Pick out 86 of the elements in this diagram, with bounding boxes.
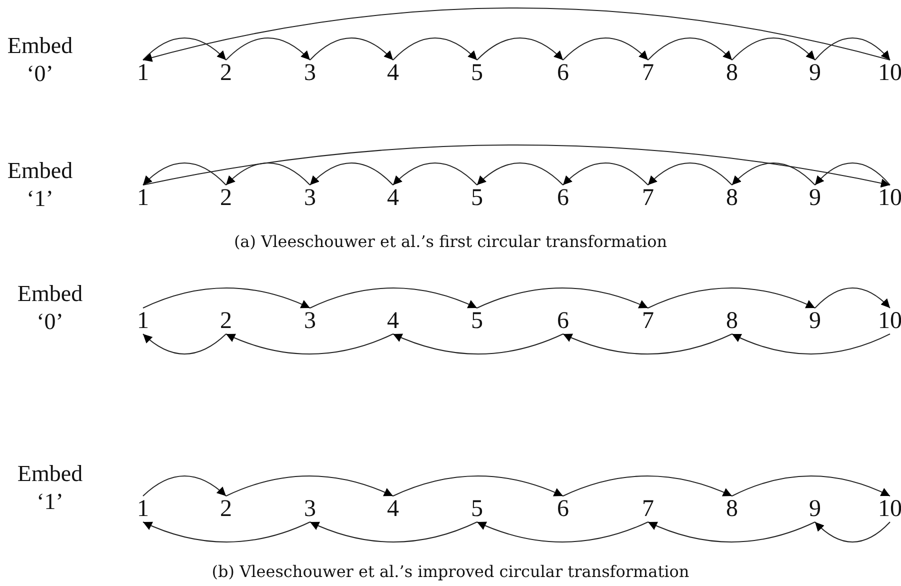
arrow <box>310 38 394 60</box>
arrow <box>142 8 890 62</box>
index-number: 8 <box>717 60 747 86</box>
arrow <box>648 162 732 186</box>
index-number: 6 <box>548 308 578 334</box>
arrow <box>732 334 890 354</box>
index-number: 1 <box>128 60 158 86</box>
arrow <box>648 288 816 308</box>
index-number: 10 <box>875 185 901 211</box>
index-number: 9 <box>800 308 830 334</box>
arrow <box>476 288 648 309</box>
arrow <box>814 522 890 542</box>
index-number: 2 <box>211 185 241 211</box>
index-number: 9 <box>800 496 830 522</box>
index-number: 5 <box>462 496 492 522</box>
arrow <box>648 522 816 542</box>
index-number: 5 <box>462 185 492 211</box>
index-number: 9 <box>800 60 830 86</box>
arrow <box>732 38 816 60</box>
row-label: Embed ‘1’ <box>16 460 84 516</box>
arrow <box>476 162 564 186</box>
index-number: 7 <box>633 60 663 86</box>
index-number: 7 <box>633 496 663 522</box>
arrow <box>732 476 890 496</box>
index-number: 8 <box>717 308 747 334</box>
arrow <box>142 162 226 186</box>
index-number: 3 <box>295 496 325 522</box>
arrow <box>142 476 226 496</box>
index-number: 7 <box>633 308 663 334</box>
index-number: 6 <box>548 60 578 86</box>
arrow <box>814 162 890 186</box>
index-number: 3 <box>295 185 325 211</box>
arrow <box>392 162 478 186</box>
arrow <box>648 38 732 60</box>
arrow <box>226 38 310 60</box>
arrow <box>814 288 890 308</box>
index-number: 3 <box>295 308 325 334</box>
index-number: 5 <box>462 308 492 334</box>
arrow <box>310 522 478 542</box>
arrow <box>226 476 394 496</box>
index-number: 3 <box>295 60 325 86</box>
arrow <box>310 162 394 186</box>
index-number: 1 <box>128 308 158 334</box>
index-number: 5 <box>462 60 492 86</box>
index-number: 7 <box>633 185 663 211</box>
caption: (a) Vleeschouwer et al.’s first circular transformation <box>232 232 668 251</box>
arrow <box>732 162 816 186</box>
index-number: 2 <box>211 496 241 522</box>
arrow <box>142 522 310 542</box>
index-number: 2 <box>211 60 241 86</box>
index-number: 1 <box>128 185 158 211</box>
index-number: 1 <box>128 496 158 522</box>
index-number: 10 <box>875 308 901 334</box>
caption: (b) Vleeschouwer et al.’s improved circular transformation <box>210 562 690 581</box>
row-label: Embed ‘0’ <box>16 280 84 336</box>
arrow <box>476 521 648 542</box>
index-number: 4 <box>378 308 408 334</box>
row-label: Embed ‘1’ <box>6 157 74 213</box>
arrow <box>562 38 648 60</box>
arrow <box>562 162 648 186</box>
index-number: 10 <box>875 496 901 522</box>
index-number: 8 <box>717 496 747 522</box>
arrow <box>392 476 564 497</box>
arrow <box>142 288 310 308</box>
arrow <box>562 476 732 497</box>
index-number: 2 <box>211 308 241 334</box>
arrow <box>310 288 478 308</box>
index-number: 9 <box>800 185 830 211</box>
arrow <box>226 162 310 186</box>
index-number: 4 <box>378 496 408 522</box>
arrow <box>142 38 226 60</box>
index-number: 6 <box>548 185 578 211</box>
arrow <box>226 334 394 354</box>
index-number: 4 <box>378 60 408 86</box>
index-number: 8 <box>717 185 747 211</box>
arrow <box>562 333 732 354</box>
arrow <box>142 334 226 354</box>
row-label: Embed ‘0’ <box>6 32 74 88</box>
arrow <box>392 38 478 60</box>
index-number: 10 <box>875 60 901 86</box>
index-number: 6 <box>548 496 578 522</box>
arrow <box>392 333 564 354</box>
arrow <box>814 38 890 60</box>
arrow <box>476 38 564 60</box>
arrow <box>142 144 890 188</box>
index-number: 4 <box>378 185 408 211</box>
